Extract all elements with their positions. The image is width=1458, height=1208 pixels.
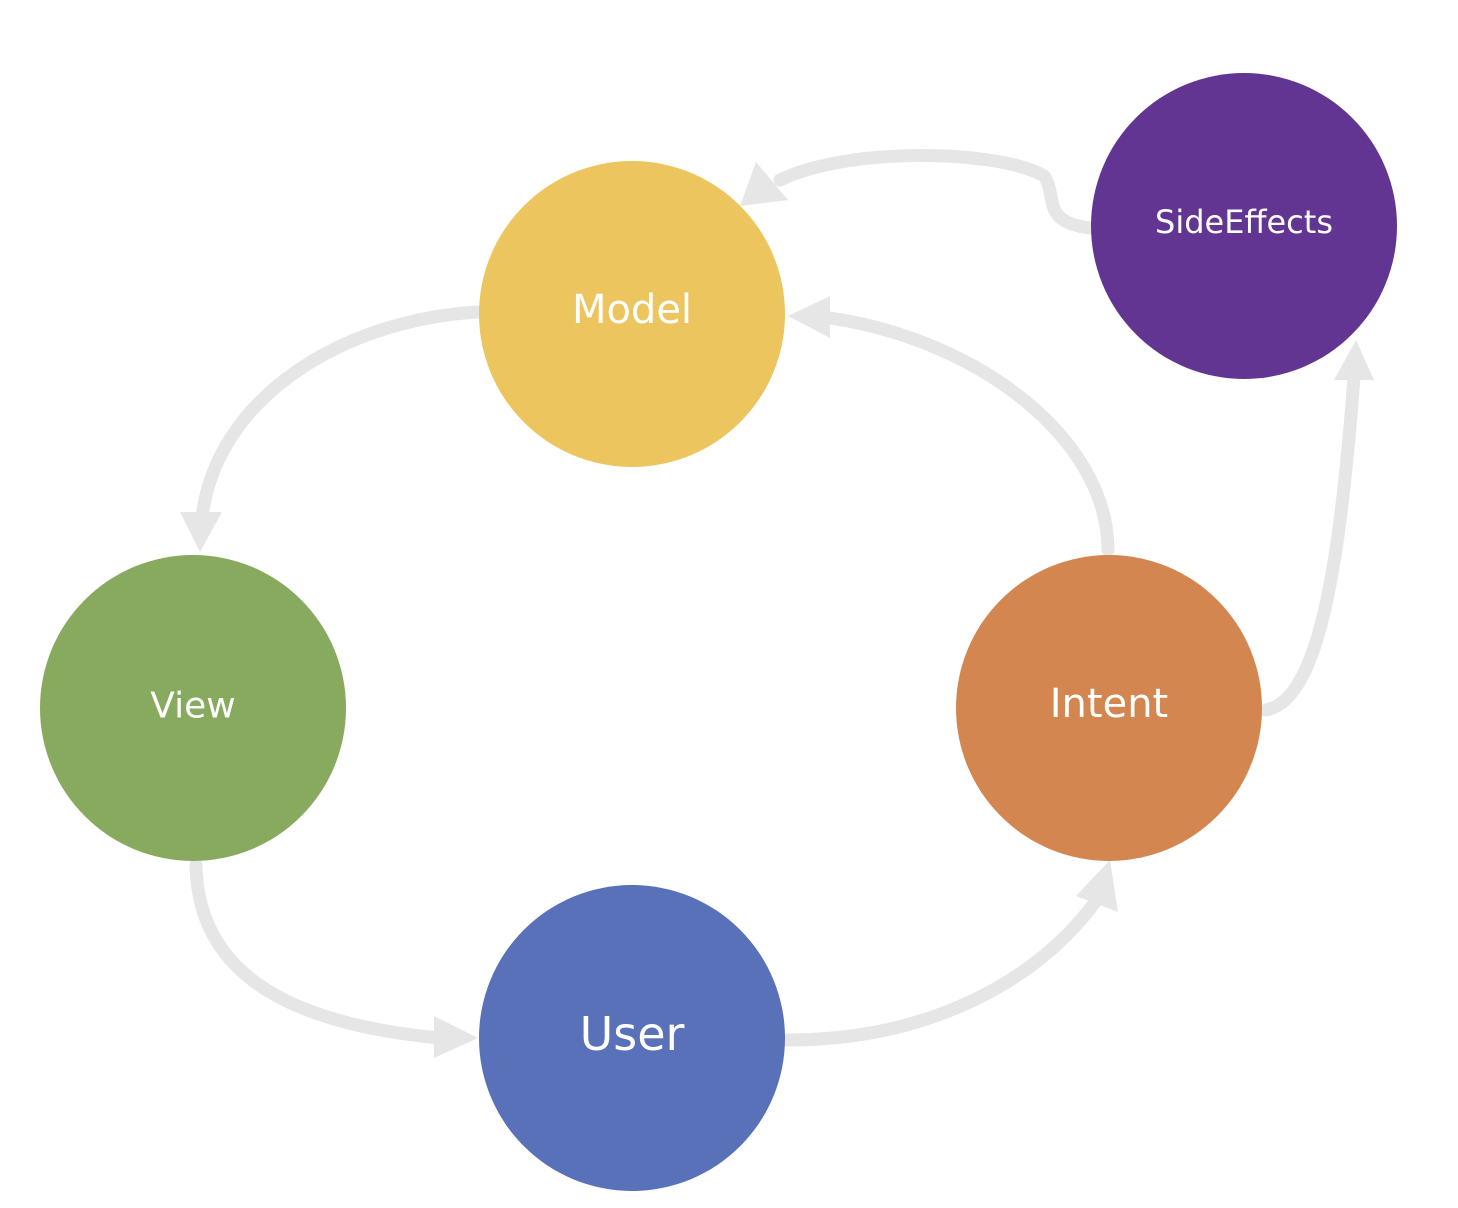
node-user-label: User — [580, 1007, 685, 1061]
node-sideeffects-label: SideEffects — [1155, 203, 1333, 241]
arrowhead-model-to-view — [180, 512, 222, 552]
node-user: User — [479, 885, 785, 1191]
node-model-circle — [479, 161, 785, 467]
node-user-circle — [479, 885, 785, 1191]
node-model: Model — [479, 161, 785, 467]
node-intent-label: Intent — [1050, 681, 1168, 727]
node-intent: Intent — [956, 555, 1262, 861]
edge-view-to-user — [189, 858, 447, 1045]
edge-intent-to-model — [823, 311, 1115, 557]
edge-sideeffects-to-model — [773, 149, 1097, 235]
edge-user-to-intent — [781, 891, 1105, 1047]
node-intent-circle — [956, 555, 1262, 861]
arrowhead-sideeffects-to-model — [740, 162, 788, 206]
arrowhead-view-to-user — [434, 1016, 478, 1058]
node-view-label: View — [150, 686, 235, 727]
arrowhead-user-to-intent — [1076, 860, 1118, 912]
node-model-label: Model — [572, 287, 692, 333]
arrowhead-intent-to-sideeffects — [1334, 340, 1374, 380]
edge-intent-to-sideeffects — [1259, 371, 1361, 717]
node-view: View — [40, 555, 346, 861]
node-sideeffects-circle — [1091, 73, 1397, 379]
node-view-circle — [40, 555, 346, 861]
edge-model-to-view — [195, 305, 485, 525]
node-sideeffects: SideEffects — [1091, 73, 1397, 379]
arrowhead-intent-to-model — [788, 296, 830, 338]
edges — [180, 149, 1374, 1058]
